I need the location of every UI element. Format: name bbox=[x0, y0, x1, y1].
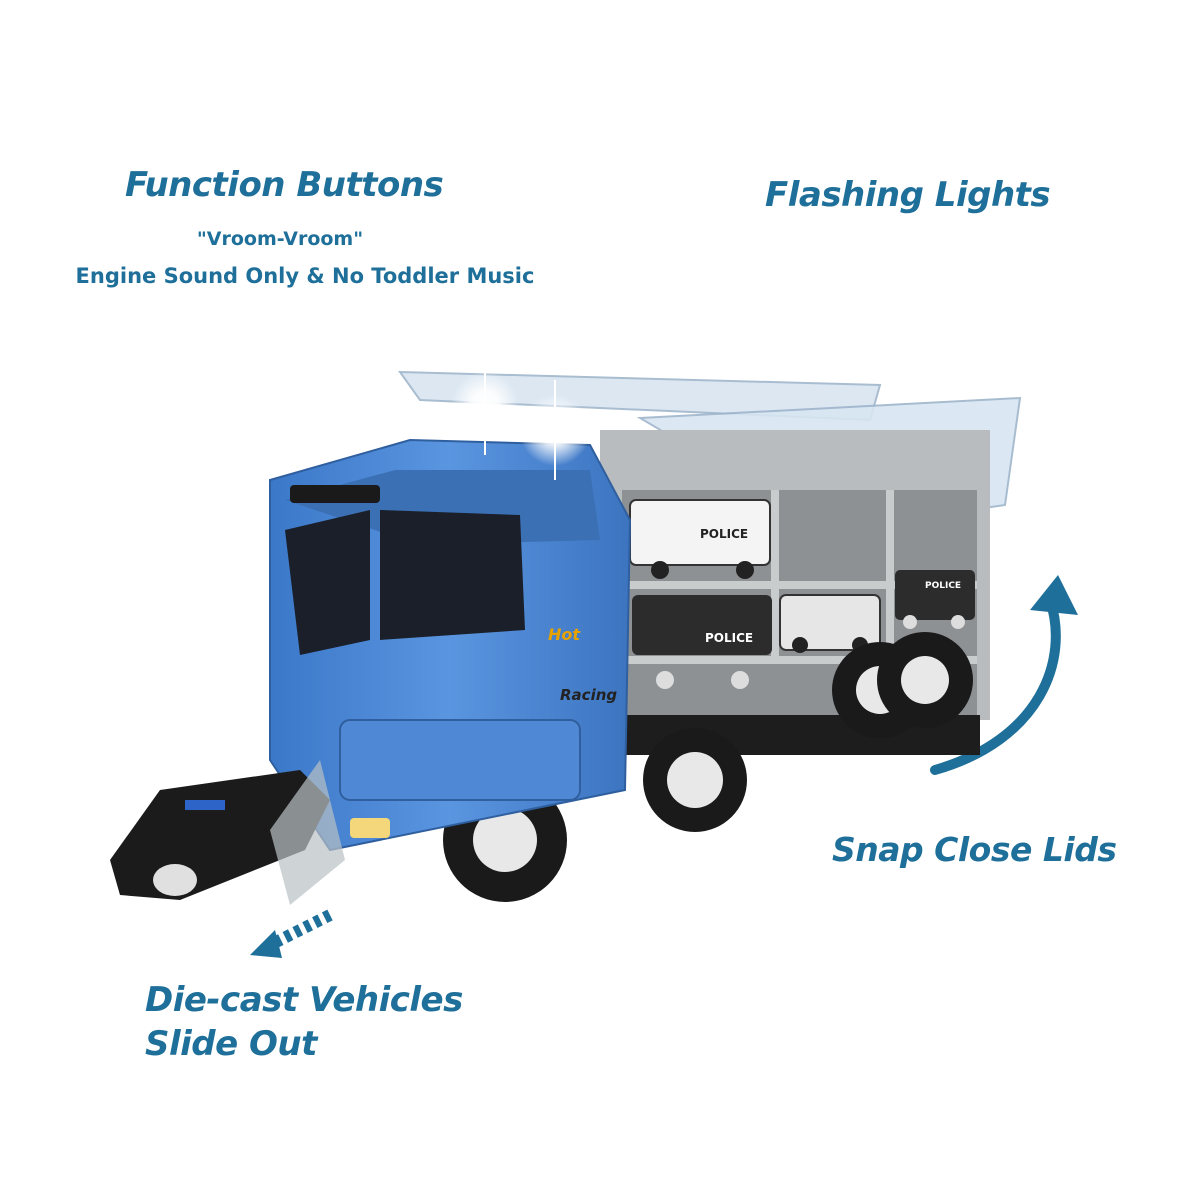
die-cast-title: Die-cast Vehicles Slide Out bbox=[145, 978, 463, 1066]
mini-police-vehicle-3 bbox=[779, 594, 881, 653]
mini-police-vehicle-1: POLICE bbox=[629, 499, 771, 579]
function-buttons-subtitle: "Vroom-Vroom" bbox=[196, 228, 364, 250]
die-cast-line1: Die-cast Vehicles bbox=[145, 980, 463, 1020]
vehicle-label-1: POLICE bbox=[700, 527, 748, 541]
die-cast-line2: Slide Out bbox=[145, 1024, 317, 1064]
headlight bbox=[350, 818, 390, 838]
snap-lids-arrow bbox=[930, 575, 1078, 775]
windshield bbox=[285, 510, 370, 655]
flashing-lights bbox=[451, 355, 591, 480]
slide-out-police-car bbox=[110, 760, 345, 905]
mini-police-vehicle-2: POLICE bbox=[632, 595, 772, 689]
function-buttons-title: Function Buttons bbox=[125, 165, 444, 205]
cab-badge: Racing bbox=[560, 686, 617, 704]
side-window bbox=[380, 510, 525, 640]
mini-police-vehicle-4: POLICE bbox=[895, 570, 975, 629]
cab-logo: Hot bbox=[548, 625, 581, 644]
truck-cab: Hot Racing bbox=[269, 438, 632, 852]
snap-close-lids-title: Snap Close Lids bbox=[832, 830, 1117, 869]
slide-out-arrow bbox=[250, 909, 333, 958]
cab-grille bbox=[339, 719, 581, 801]
flashing-lights-title: Flashing Lights bbox=[765, 175, 1051, 215]
vehicle-label-3: POLICE bbox=[925, 581, 961, 591]
roof-light-bar bbox=[290, 485, 380, 503]
vehicle-label-2: POLICE bbox=[705, 631, 753, 645]
function-buttons-description: Engine Sound Only & No Toddler Music bbox=[75, 264, 535, 288]
